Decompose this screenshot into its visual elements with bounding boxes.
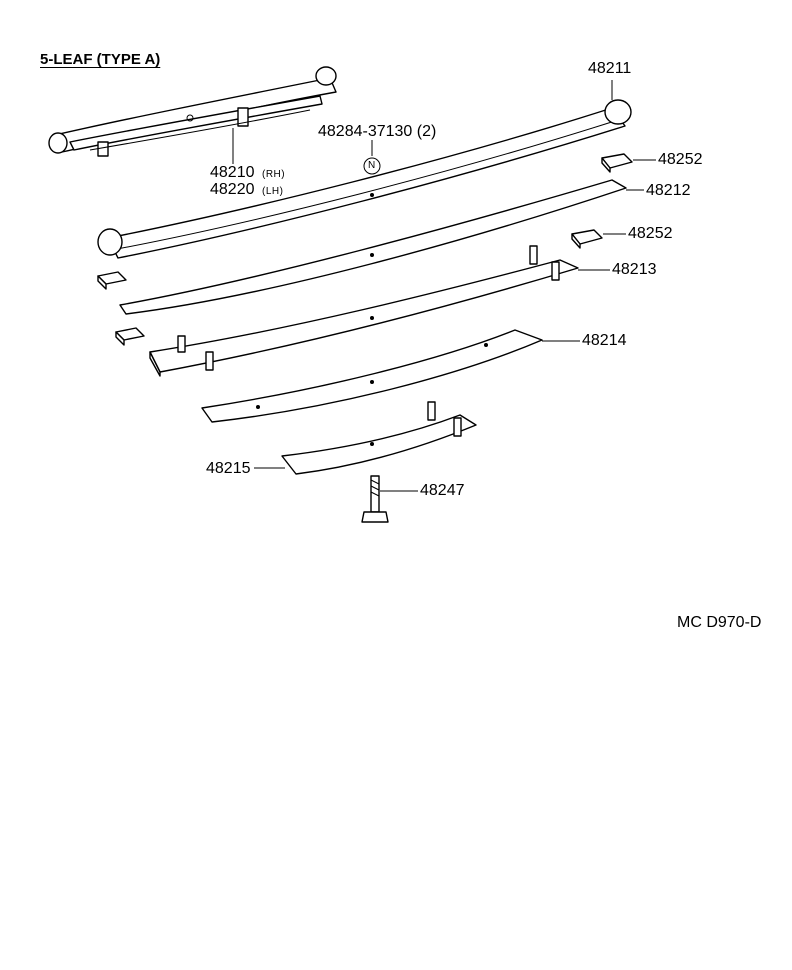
- center-bolt-48247: [361, 475, 389, 523]
- n-symbol-letter: N: [368, 160, 376, 171]
- leaf-48211: [97, 99, 632, 259]
- label-48210: 48210: [210, 164, 255, 181]
- label-48210-side: (RH): [262, 169, 286, 180]
- pad-48252-a: [601, 153, 633, 173]
- label-48220-side: (LH): [262, 186, 284, 197]
- pad-left-upper: [97, 271, 127, 290]
- label-48247: 48247: [420, 482, 465, 499]
- label-48252-a: 48252: [658, 151, 703, 168]
- label-48284: 48284-37130 (2): [318, 123, 437, 140]
- leaf-48213: [149, 245, 579, 377]
- n-symbol-circle: [363, 157, 381, 175]
- leaf-48215: [281, 401, 477, 475]
- label-48212: 48212: [646, 182, 691, 199]
- footer-code: MC D970-D: [677, 614, 762, 631]
- label-48214: 48214: [582, 332, 627, 349]
- leaf-48214: [201, 329, 543, 423]
- pad-48252-b: [571, 229, 603, 249]
- label-48211: 48211: [588, 60, 632, 77]
- label-48220: 48220: [210, 181, 255, 198]
- label-48252-b: 48252: [628, 225, 673, 242]
- assembled-spring-thumbnail: [48, 66, 337, 157]
- leaf-48212: [119, 179, 627, 315]
- pad-left-lower: [115, 327, 145, 346]
- label-48213: 48213: [612, 261, 657, 278]
- label-48215: 48215: [206, 460, 251, 477]
- diagram-title: 5-LEAF (TYPE A): [40, 51, 161, 68]
